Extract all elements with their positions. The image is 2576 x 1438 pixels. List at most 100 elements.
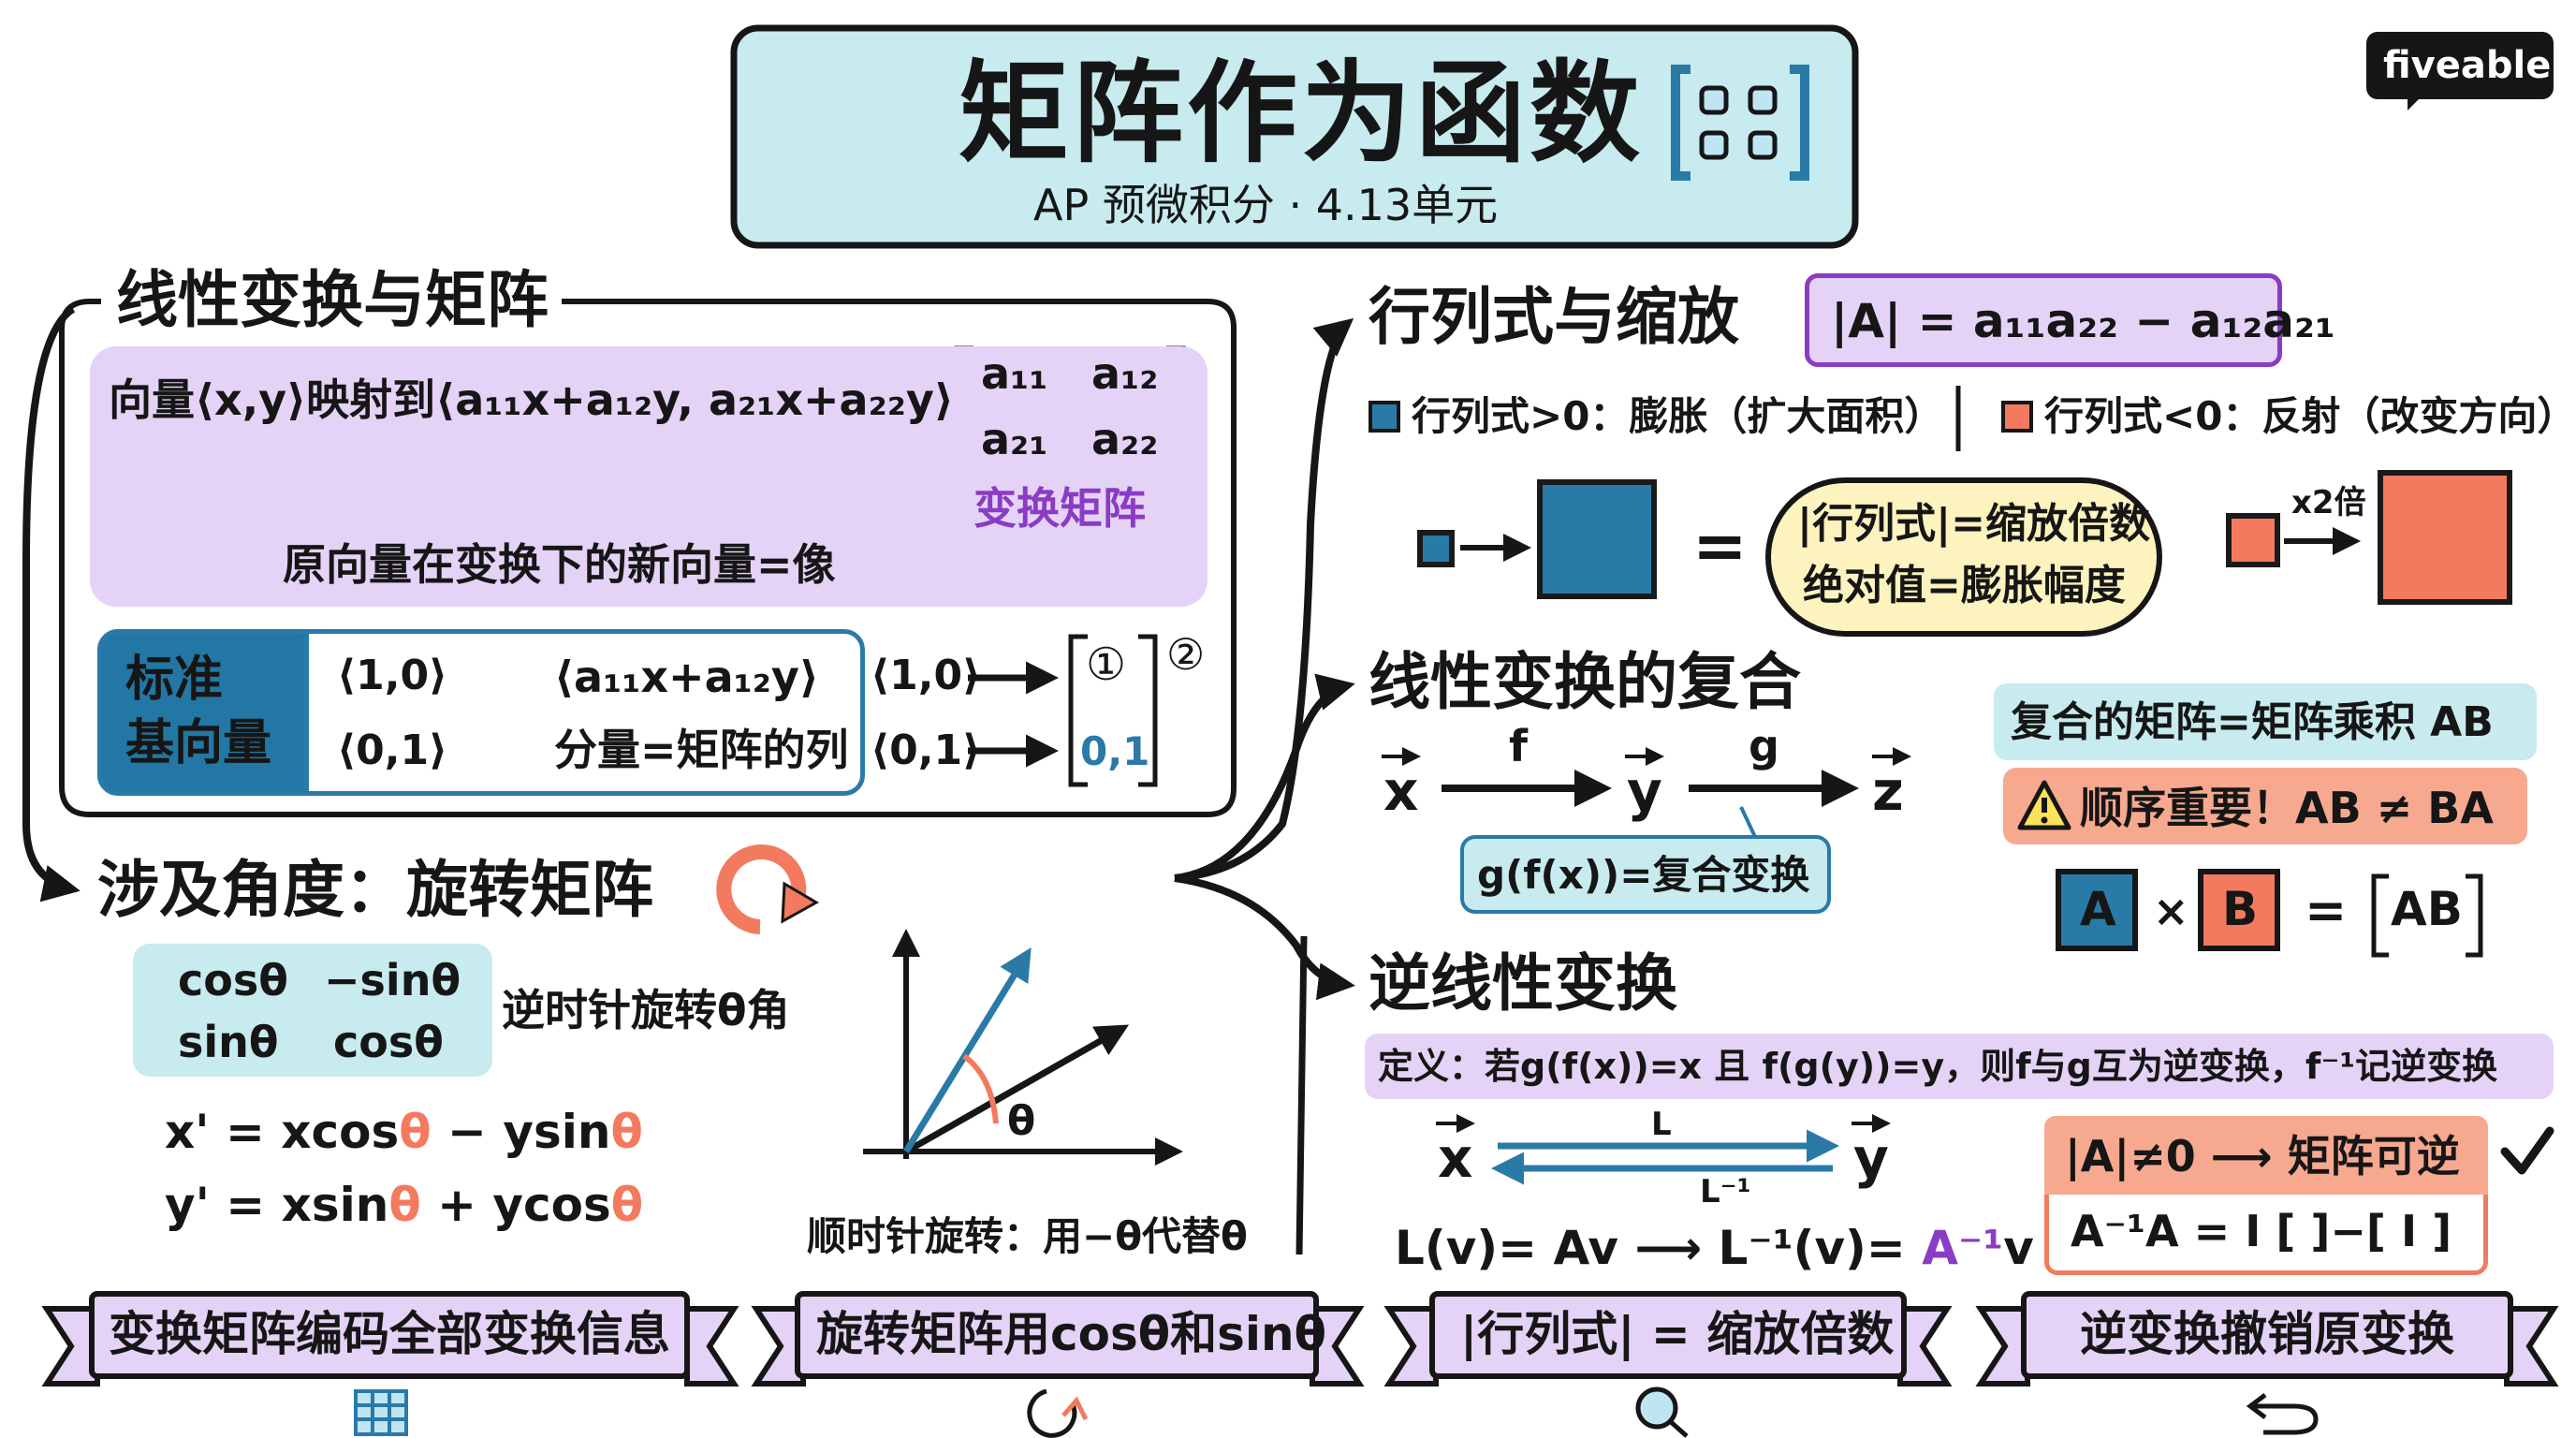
basis-row2-from: ⟨0,1⟩ — [337, 726, 448, 774]
matrix-bracket-icon — [1670, 62, 1810, 183]
det-equals: = — [1692, 507, 1748, 584]
scale-cloud — [1765, 477, 2162, 637]
rotation-matrix-panel — [133, 944, 492, 1077]
ribbon-2-text: 旋转矩阵用cosθ和sinθ — [816, 1307, 1326, 1361]
rot-m12: −sinθ — [324, 955, 461, 1005]
mat-b-box — [2198, 869, 2280, 951]
product-label-box — [1994, 683, 2537, 760]
comp-callout-text: g(f(x))=复合变换 — [1477, 852, 1810, 898]
rotate-icon — [1027, 1388, 1089, 1438]
rotation-eq-1: x' = xcosθ − ysinθ — [165, 1105, 643, 1159]
mapping-panel — [90, 346, 1208, 607]
det-formula: |A| = a₁₁a₂₂ − a₁₂a₂₁ — [1831, 294, 2335, 348]
mat-ab: AB — [2391, 882, 2463, 936]
basis-row2-to: 分量=矩阵的列 — [554, 725, 849, 775]
det-formula-box — [1805, 273, 2282, 367]
col-entry-1: ① — [1086, 638, 1127, 691]
product-label: 复合的矩阵=矩阵乘积 AB — [2011, 698, 2494, 746]
fiveable-logo[interactable]: fiveable — [2366, 32, 2554, 110]
mat-eq: = — [2305, 881, 2348, 940]
x2-label: x2倍 — [2291, 484, 2366, 521]
basis-label-block — [97, 629, 309, 796]
ribbon-3-text: |行列式| = 缩放倍数 — [1460, 1307, 1895, 1361]
page-subtitle: AP 预微积分 · 4.13单元 — [1033, 180, 1499, 230]
warning-icon — [2016, 779, 2072, 831]
col-row1-from: ⟨1,0⟩ — [871, 652, 982, 699]
linear-heading: 线性变换与矩阵 — [107, 270, 558, 331]
rotation-heading: 涉及角度：旋转矩阵 — [97, 854, 653, 926]
rotation-graph — [863, 929, 1183, 1166]
warning-box — [2003, 768, 2527, 844]
rot-m22: cosθ — [333, 1017, 444, 1067]
basis-row1-from: ⟨1,0⟩ — [337, 652, 448, 699]
det-heading: 行列式与缩放 — [1368, 281, 1739, 353]
matrix-a22: a₂₂ — [1091, 414, 1159, 464]
mat-times: × — [2153, 886, 2189, 936]
comp-g: g — [1749, 721, 1779, 771]
cloud-line-1: |行列式|=缩放倍数 — [1797, 500, 2151, 548]
rotation-icon — [716, 844, 820, 934]
neg-legend-swatch — [2001, 401, 2033, 433]
branch-comp — [1174, 673, 1355, 882]
small-salmon-square — [2226, 513, 2280, 567]
rotation-eq-2: y' = xsinθ + ycosθ — [165, 1178, 644, 1232]
basis-label-2: 基向量 — [125, 715, 272, 771]
check-icon — [2499, 1123, 2555, 1180]
undo-icon — [2246, 1393, 2319, 1435]
inv-L: L — [1651, 1106, 1672, 1143]
definition-box — [1365, 1034, 2554, 1099]
small-blue-square — [1417, 530, 1455, 567]
matrix-a11: a₁₁ — [981, 348, 1048, 399]
inverse-heading: 逆线性变换 — [1368, 947, 1677, 1020]
page-title: 矩阵作为函数 — [959, 49, 1645, 178]
branch-inv — [1174, 874, 1355, 1001]
ribbon-4-text: 逆变换撤销原变换 — [2080, 1307, 2454, 1361]
comp-callout — [1460, 835, 1831, 914]
inv-L-inv: L⁻¹ — [1700, 1173, 1751, 1211]
graph-angle-label: θ — [1007, 1097, 1036, 1145]
large-blue-square — [1537, 479, 1657, 599]
inverse-formula: L(v)= Av ⟶ L⁻¹(v)= A⁻¹v — [1395, 1221, 2034, 1275]
invertible-text: |A|≠0 ⟶ 矩阵可逆 — [2065, 1131, 2460, 1181]
mat-a-box — [2056, 869, 2138, 951]
identity-text: A⁻¹A = I [ ]−[ I ] — [2071, 1206, 2452, 1256]
pos-legend: 行列式>0：膨胀（扩大面积） — [1412, 393, 1944, 439]
branch-det — [1174, 317, 1354, 882]
matrix-a21: a₂₁ — [981, 414, 1048, 464]
comp-vec-z: z — [1872, 759, 1904, 823]
ribbon-1-text: 变换矩阵编码全部变换信息 — [109, 1307, 670, 1361]
comp-f: f — [1509, 721, 1529, 771]
image-note: 原向量在变换下的新向量=像 — [283, 539, 836, 590]
mat-a: A — [2080, 882, 2116, 936]
col-row2-from: ⟨0,1⟩ — [871, 726, 982, 774]
left-connector — [22, 305, 80, 902]
cw-note: 顺时针旋转：用−θ代替θ — [807, 1213, 1248, 1259]
title-frame — [730, 24, 1859, 249]
col-entry-3: 0,1 — [1080, 728, 1150, 774]
grid-icon — [354, 1389, 408, 1436]
warning-text: 顺序重要！AB ≠ BA — [2080, 783, 2494, 833]
definition-text: 定义：若g(f(x))=x 且 f(g(y))=y，则f与g互为逆变换，f⁻¹记… — [1378, 1046, 2498, 1087]
rot-m21: sinθ — [178, 1017, 279, 1067]
pos-legend-swatch — [1368, 401, 1400, 433]
basis-row1-to: ⟨a₁₁x+a₁₂y⟩ — [554, 652, 819, 702]
comp-vec-x: x — [1383, 759, 1419, 823]
magnifier-icon — [1635, 1387, 1689, 1438]
vertical-spine — [1295, 935, 1308, 1255]
mapping-text: 向量⟨x,y⟩映射到⟨a₁₁x+a₁₂y, a₂₁x+a₂₂y⟩ — [109, 374, 954, 425]
inv-vec-x: x — [1438, 1126, 1473, 1190]
large-salmon-square — [2378, 470, 2512, 605]
ribbon-shapes — [41, 1291, 2559, 1387]
matrix-a12: a₁₂ — [1091, 348, 1159, 399]
rotation-caption: 逆时针旋转θ角 — [502, 985, 790, 1035]
invertible-header — [2044, 1116, 2488, 1195]
rot-m11: cosθ — [178, 955, 288, 1005]
transform-matrix-label: 变换矩阵 — [973, 483, 1146, 534]
basis-label-1: 标准 — [125, 652, 224, 708]
col-entry-2: ② — [1166, 629, 1206, 680]
comp-vec-y: y — [1627, 759, 1662, 823]
inv-vec-y: y — [1853, 1126, 1889, 1190]
cloud-line-2: 绝对值=膨胀幅度 — [1803, 562, 2126, 609]
neg-legend: 行列式<0：反射（改变方向） — [2044, 393, 2576, 439]
